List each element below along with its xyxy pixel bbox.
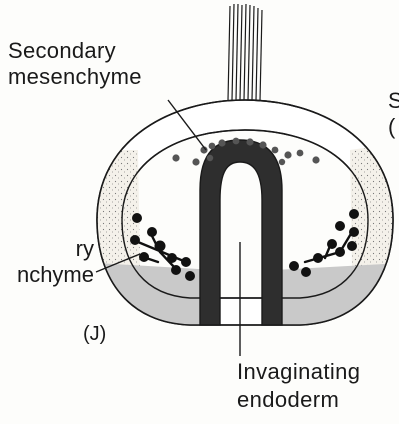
label-invaginating-endoderm-line1: Invaginating [237,358,360,386]
apical-tuft [228,4,262,101]
label-primary-mesenchyme-line2: nchyme [0,262,94,288]
label-primary-mesenchyme-line1: ry [0,236,94,262]
label-primary-mesenchyme: ry nchyme [0,236,94,288]
label-secondary-mesenchyme: Secondary mesenchyme [8,38,142,90]
label-right-edge-line2: ( [388,114,399,140]
label-secondary-mesenchyme-line2: mesenchyme [8,64,142,90]
label-right-edge-fragment: S ( [388,88,399,140]
label-right-edge-line1: S [388,88,399,114]
label-invaginating-endoderm: Invaginating endoderm [237,358,360,414]
label-secondary-mesenchyme-line1: Secondary [8,38,142,64]
panel-label: (J) [83,322,106,346]
label-invaginating-endoderm-line2: endoderm [237,386,360,414]
